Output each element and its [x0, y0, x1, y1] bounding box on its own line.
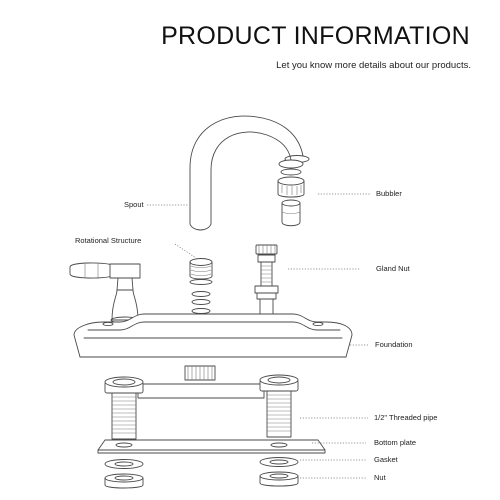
- label-gland-nut: Gland Nut: [376, 264, 410, 273]
- label-bottom-plate: Bottom plate: [374, 438, 417, 447]
- page-subtitle: Let you know more details about our prod…: [276, 60, 471, 71]
- bubbler-part: [277, 159, 305, 227]
- label-threaded-pipe: 1/2" Threaded pipe: [374, 413, 438, 422]
- bottom-plate-part: [97, 439, 326, 454]
- label-foundation: Foundation: [375, 340, 413, 349]
- foundation-part: [73, 313, 353, 358]
- label-bubbler: Bubbler: [376, 189, 402, 198]
- handle-part: [69, 262, 141, 324]
- label-rotational-structure: Rotational Structure: [75, 236, 142, 245]
- spout-part: [189, 115, 310, 231]
- label-gasket: Gasket: [374, 455, 398, 464]
- leader-lines: [147, 193, 370, 479]
- label-nut: Nut: [374, 473, 386, 482]
- nut-part: [104, 471, 299, 489]
- rotational-structure-part: [189, 258, 213, 322]
- threaded-pipe-part: [104, 365, 299, 440]
- gland-nut-part: [254, 244, 279, 315]
- gasket-part: [104, 457, 299, 469]
- label-spout: Spout: [124, 200, 144, 209]
- page-title: PRODUCT INFORMATION: [161, 22, 470, 50]
